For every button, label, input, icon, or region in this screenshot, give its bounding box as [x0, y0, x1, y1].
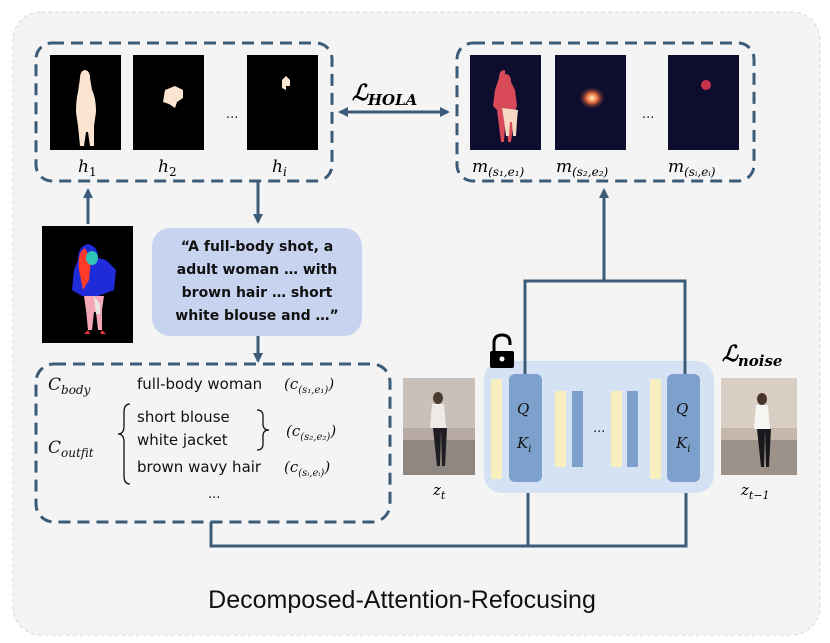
unet-block-y3	[611, 391, 622, 467]
k-label-left: Ki	[516, 434, 531, 455]
heatmap-h1-silhouette	[76, 70, 96, 146]
outfit-item-2: white jacket	[137, 431, 228, 449]
c-body-label: Cbody	[48, 375, 91, 397]
q-label-right: Q	[676, 400, 688, 418]
heatmap-mi-blob	[701, 80, 711, 90]
label-h2: h2	[158, 157, 177, 179]
unet-block-y2	[555, 391, 566, 467]
unet-block-b1	[572, 391, 583, 467]
unet-block-b2	[627, 391, 638, 467]
outfit-item-1: short blouse	[137, 408, 230, 426]
conditions-box	[34, 362, 392, 524]
label-h1: h1	[78, 157, 97, 179]
heatmap-m1-silhouette	[493, 70, 517, 142]
prompt-line-4: white blouse and …”	[175, 308, 338, 324]
body-item: full-body woman	[137, 375, 262, 393]
right-ellipsis: ...	[642, 107, 654, 122]
prompt-line-1: “A full-body shot, a	[181, 239, 333, 255]
heatmap-m2-blob	[578, 86, 606, 110]
k-label-right: Ki	[675, 434, 690, 455]
label-m2: m(s₂,e₂)	[556, 157, 609, 179]
unlock-icon	[490, 333, 514, 368]
unet-ellipsis: ...	[593, 421, 605, 436]
heatmap-m1-legs	[502, 108, 518, 136]
segmentation-image	[42, 226, 133, 343]
heatmap-hi	[247, 55, 318, 150]
prompt-line-2: adult woman … with	[177, 262, 338, 278]
conditions-content: Cbody full-body woman (c(s₁,e₁)) Coutfit…	[48, 375, 336, 502]
label-hi: hi	[272, 157, 287, 179]
loss-hola-label: ℒHOLA	[352, 80, 417, 109]
c-outfit-label: Coutfit	[48, 438, 94, 460]
cond-to-k-right-arrow	[209, 480, 691, 548]
diagram-title: Decomposed-Attention-Refocusing	[208, 586, 596, 614]
heatmap-h2-blob	[163, 86, 183, 108]
heatmap-hi-blob	[282, 76, 290, 90]
latent-zt-image	[403, 378, 475, 475]
prompt-box	[152, 228, 362, 336]
zt1-label: zt−1	[740, 481, 770, 502]
right-heatmap-group: ... m(s₁,e₁) m(s₂,e₂) m(sᵢ,eᵢ)	[455, 41, 756, 183]
label-m1: m(s₁,e₁)	[472, 157, 525, 179]
label-mi: m(sᵢ,eᵢ)	[668, 157, 716, 179]
outfit-brace	[117, 403, 131, 485]
latent-zt1-image	[721, 378, 797, 475]
zt-label: zt	[432, 481, 446, 502]
left-ellipsis: ...	[226, 107, 238, 122]
unet-block-y4	[650, 379, 661, 479]
left-heatmap-group: ... h1 h2 hi	[34, 41, 334, 183]
loss-noise-label: ℒnoise	[722, 341, 782, 370]
prompt-text: “A full-body shot, a adult woman … with …	[175, 239, 338, 324]
hair-item: brown wavy hair	[137, 458, 262, 476]
unet-attn-left	[509, 374, 542, 482]
unet-attn-right	[667, 374, 700, 482]
outfit-inner-brace	[256, 409, 270, 451]
unet-block-y1	[491, 379, 502, 479]
heatmap-mi	[668, 55, 739, 150]
prompt-line-3: brown hair … short	[182, 285, 333, 301]
conditions-ellipsis: ...	[208, 487, 220, 502]
q-label-left: Q	[517, 400, 529, 418]
